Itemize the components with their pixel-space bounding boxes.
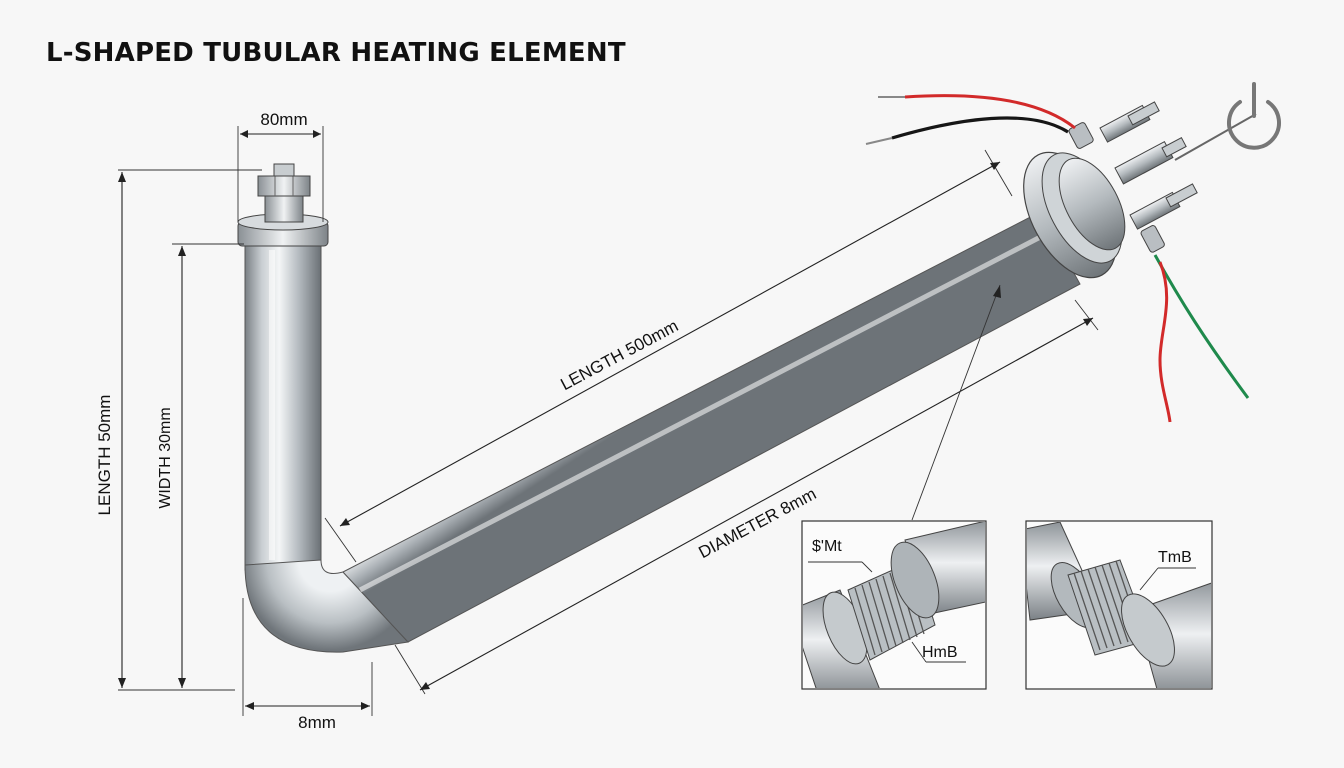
detail-1-label-bottom: HmB [922, 644, 958, 661]
top-fitting [237, 163, 329, 247]
dim-label-long-length: LENGTH 500mm [557, 316, 681, 394]
terminal-stud-top [1099, 101, 1160, 143]
flange-terminal-block [1023, 101, 1198, 279]
power-icon [1227, 82, 1281, 150]
detail-2-label-top: TmB [1158, 549, 1192, 566]
dim-label-diameter: DIAMETER 8mm [695, 484, 819, 562]
detail-inset-2: TmB [1025, 520, 1213, 690]
dimension-bottom-width: 8mm [242, 598, 373, 732]
dimension-width: WIDTH 30mm [157, 243, 244, 688]
dim-label-width: WIDTH 30mm [157, 407, 174, 508]
lead-wires [865, 94, 1257, 423]
detail-inset-1: $'Mt HmB [801, 520, 987, 690]
dim-label-top-width: 80mm [260, 110, 307, 129]
dimension-top-width: 80mm [237, 110, 324, 222]
dim-label-overall-length: LENGTH 50mm [95, 395, 114, 516]
terminal-stud-bottom [1129, 183, 1198, 230]
diagram-title: L-SHAPED TUBULAR HEATING ELEMENT [46, 38, 626, 68]
terminal-stud-middle [1114, 136, 1187, 185]
detail-1-label-top: $'Mt [812, 538, 842, 555]
detail-leader-line [911, 284, 1001, 521]
dim-label-bottom-width: 8mm [298, 713, 336, 732]
dimension-overall-length: LENGTH 50mm [95, 169, 262, 691]
heating-tube [244, 211, 1081, 653]
